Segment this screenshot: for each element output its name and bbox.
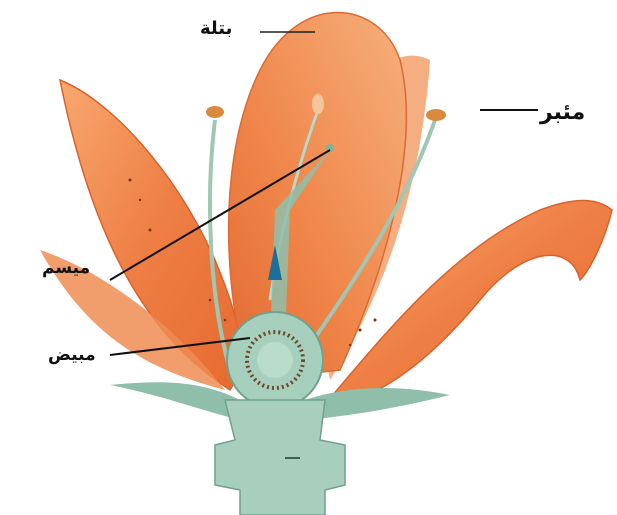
center-anther	[312, 94, 324, 114]
right-anther	[426, 109, 446, 121]
stigma-label: ميسم	[42, 258, 90, 278]
right-sepal	[305, 388, 450, 420]
petal-label: بتلة	[200, 18, 232, 39]
ovary-label: مبيض	[48, 345, 96, 365]
left-anther	[206, 106, 224, 118]
anther-label: مئبر	[540, 100, 585, 125]
